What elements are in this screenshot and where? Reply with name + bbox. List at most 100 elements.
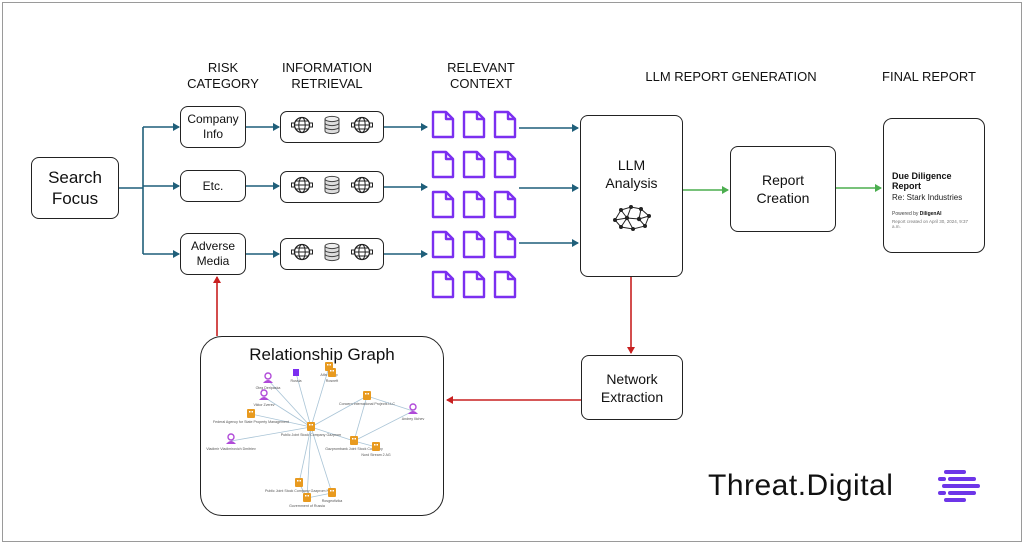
graph-node-company: Rosneft [326,368,338,383]
graph-node-label: Russia [291,379,302,383]
graph-node-label: Rosneft [326,379,338,383]
report-created-date: Report created on April 30, 2024, 9:37 a… [892,219,969,229]
category-company-info: Company Info [180,106,246,148]
globe-web-icon [290,175,313,200]
database-icon [324,115,340,140]
globe-web-icon [351,115,374,140]
document-icon [462,270,486,304]
header-information-retrieval: INFORMATION RETRIEVAL [281,60,373,91]
retrieval-row-etc [280,171,384,203]
threat-digital-logo-icon [938,470,980,502]
context-column-2 [462,110,486,304]
graph-node-label: Gazprombank Joint Stock Company [325,447,383,451]
document-icon [493,110,517,144]
document-icon [462,150,486,184]
graph-node-company: Government of Russia [289,493,325,508]
header-llm-report-generation: LLM REPORT GENERATION [645,69,817,84]
graph-node-label: Vladimir Vladimirovich Dmitriev [206,447,256,451]
final-report-document: Due Diligence Report Re: Stark Industrie… [883,118,985,253]
graph-edge [353,410,414,442]
globe-web-icon [290,115,313,140]
graph-node-label: Andrey Ilichev [402,417,425,421]
graph-edge [298,426,312,484]
report-creation-box: Report Creation [730,146,836,232]
category-adverse-media: Adverse Media [180,233,246,275]
powered-by-brand: DiligenAI [919,211,942,217]
graph-edge [310,395,368,428]
category-etc: Etc. [180,170,246,202]
llm-analysis-label: LLM Analysis [605,157,658,191]
graph-node-label: Rosgeofizika [322,499,343,503]
graph-node-company: Gazprombank Joint Stock Company [325,436,383,451]
graph-edge [310,366,330,428]
document-icon [462,230,486,264]
graph-edge [230,426,312,442]
context-column-3 [493,110,517,304]
graph-node-company: Federal Agency for State Property Manage… [213,409,289,424]
report-subtitle: Re: Stark Industries [892,193,963,202]
document-icon [462,110,486,144]
graph-node-label: Public Joint Stock Company Gazprom Neft [265,489,333,493]
graph-node-company: Concern International Projects LLC [339,391,395,406]
graph-node-label: Nord Stream 2 AG [361,453,391,457]
header-final-report: FINAL REPORT [882,69,976,84]
graph-edge [310,426,355,442]
graph-node-person: Vladimir Vladimirovich Dmitriev [206,433,256,451]
llm-analysis-box: LLM Analysis [580,115,683,277]
graph-node-company: Public Joint Stock Company Gazprom Neft [265,478,333,493]
database-icon [324,242,340,267]
graph-edge [250,413,312,428]
header-relevant-context: RELEVANT CONTEXT [447,60,515,91]
graph-node-label: Viktor Zverev [253,403,274,407]
graph-edge [366,395,414,412]
header-risk-category: RISK CATEGORY [187,60,259,91]
graph-node-person: Andrey Ilichev [402,403,425,421]
graph-node-label: Government of Russia [289,504,325,508]
graph-node-label: Public Joint Stock Company Gazprom [281,433,342,437]
graph-node-label: Federal Agency for State Property Manage… [213,420,289,424]
globe-web-icon [290,242,313,267]
report-powered-by: Powered by DiligenAI [892,211,976,217]
graph-edge [263,396,312,428]
document-icon [431,230,455,264]
globe-web-icon [351,175,374,200]
retrieval-row-adverse-media [280,238,384,270]
neural-brain-icon [612,205,651,231]
graph-edge [310,426,333,494]
document-icon [431,190,455,224]
graph-edge [306,492,333,499]
graph-node-label: Concern International Projects LLC [339,402,395,406]
graph-node-doc-tag: Russia [291,369,302,383]
document-icon [431,110,455,144]
powered-by-label: Powered by [892,211,919,217]
document-icon [462,190,486,224]
graph-edge [306,426,312,499]
graph-node-company: Nord Stream 2 AG [361,442,391,457]
graph-node-person: Viktor Zverev [253,389,275,407]
document-icon [493,230,517,264]
graph-node-company: Public Joint Stock Company Gazprom [281,422,342,437]
threat-digital-wordmark: Threat.Digital [708,469,894,502]
context-column-1 [431,110,455,304]
relationship-graph-title: Relationship Graph [249,345,395,364]
graph-node-label: Oleg Deripaska [256,386,281,390]
retrieval-row-company-info [280,111,384,143]
graph-edge [295,372,312,428]
document-icon [431,150,455,184]
document-icon [493,150,517,184]
network-extraction-box: Network Extraction [581,355,683,420]
graph-node-person: Oleg Deripaska [256,372,281,390]
graph-edge [267,379,312,428]
graph-edge [353,395,368,442]
flow-arrows [119,123,882,404]
report-title: Due Diligence Report [892,171,952,191]
database-icon [324,175,340,200]
search-focus-box: Search Focus [31,157,119,219]
document-icon [431,270,455,304]
document-icon [493,270,517,304]
document-icon [493,190,517,224]
globe-web-icon [351,242,374,267]
